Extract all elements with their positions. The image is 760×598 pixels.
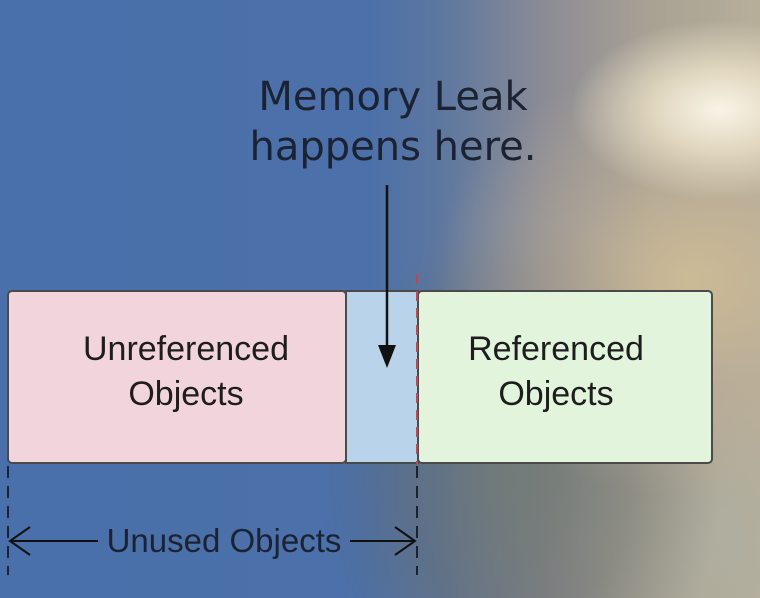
referenced-label-line-2: Objects bbox=[498, 375, 613, 413]
leak-arrow-head bbox=[378, 345, 396, 368]
unreferenced-label-line-2: Objects bbox=[128, 375, 243, 413]
unused-objects-label: Unused Objects bbox=[107, 522, 342, 559]
span-arrow-right-head bbox=[394, 526, 417, 556]
unreferenced-label-line-1: Unreferenced bbox=[83, 330, 289, 368]
annotation-line-1: Memory Leak bbox=[258, 74, 528, 120]
annotation-line-2: happens here. bbox=[249, 124, 536, 170]
span-arrow-left-head bbox=[8, 526, 31, 556]
memory-leak-region bbox=[345, 290, 419, 464]
referenced-label-line-1: Referenced bbox=[468, 330, 644, 368]
